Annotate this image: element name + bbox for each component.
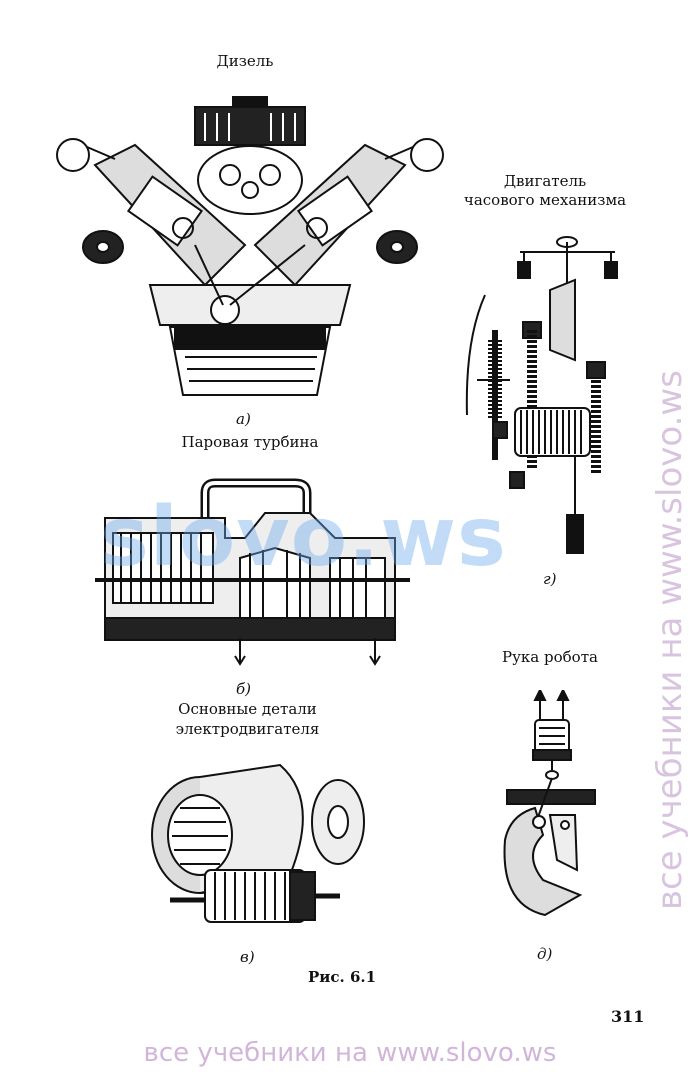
motor-letter: в): [240, 948, 255, 966]
clockwork-title-line2: часового механизма: [463, 191, 627, 209]
electric-motor-parts-illustration: [151, 763, 365, 923]
steam-turbine-illustration: [95, 478, 410, 666]
diesel-title: Дизель: [216, 52, 274, 70]
page-number: 311: [611, 1007, 645, 1026]
turbine-title: Паровая турбина: [181, 433, 319, 451]
robot-letter: д): [537, 945, 553, 963]
clockwork-mechanism-illustration: [465, 236, 618, 554]
vertical-watermark: все учебники на www.slovo.ws: [650, 370, 690, 910]
figure-caption: Рис. 6.1: [308, 968, 377, 986]
slovo-watermark: slovo.ws: [100, 490, 507, 585]
clockwork-letter: г): [543, 570, 557, 588]
bottom-watermark: все учебники на www.slovo.ws: [143, 1038, 557, 1068]
turbine-letter: б): [236, 680, 252, 698]
motor-title-line1: Основные детали: [178, 700, 317, 718]
robot-arm-illustration: [503, 690, 596, 917]
diesel-engine-illustration: [56, 96, 444, 396]
diesel-letter: а): [236, 410, 251, 428]
motor-title-line2: электродвигателя: [175, 720, 320, 738]
robot-title: Рука робота: [502, 648, 598, 666]
clockwork-title-line1: Двигатель: [503, 172, 587, 190]
